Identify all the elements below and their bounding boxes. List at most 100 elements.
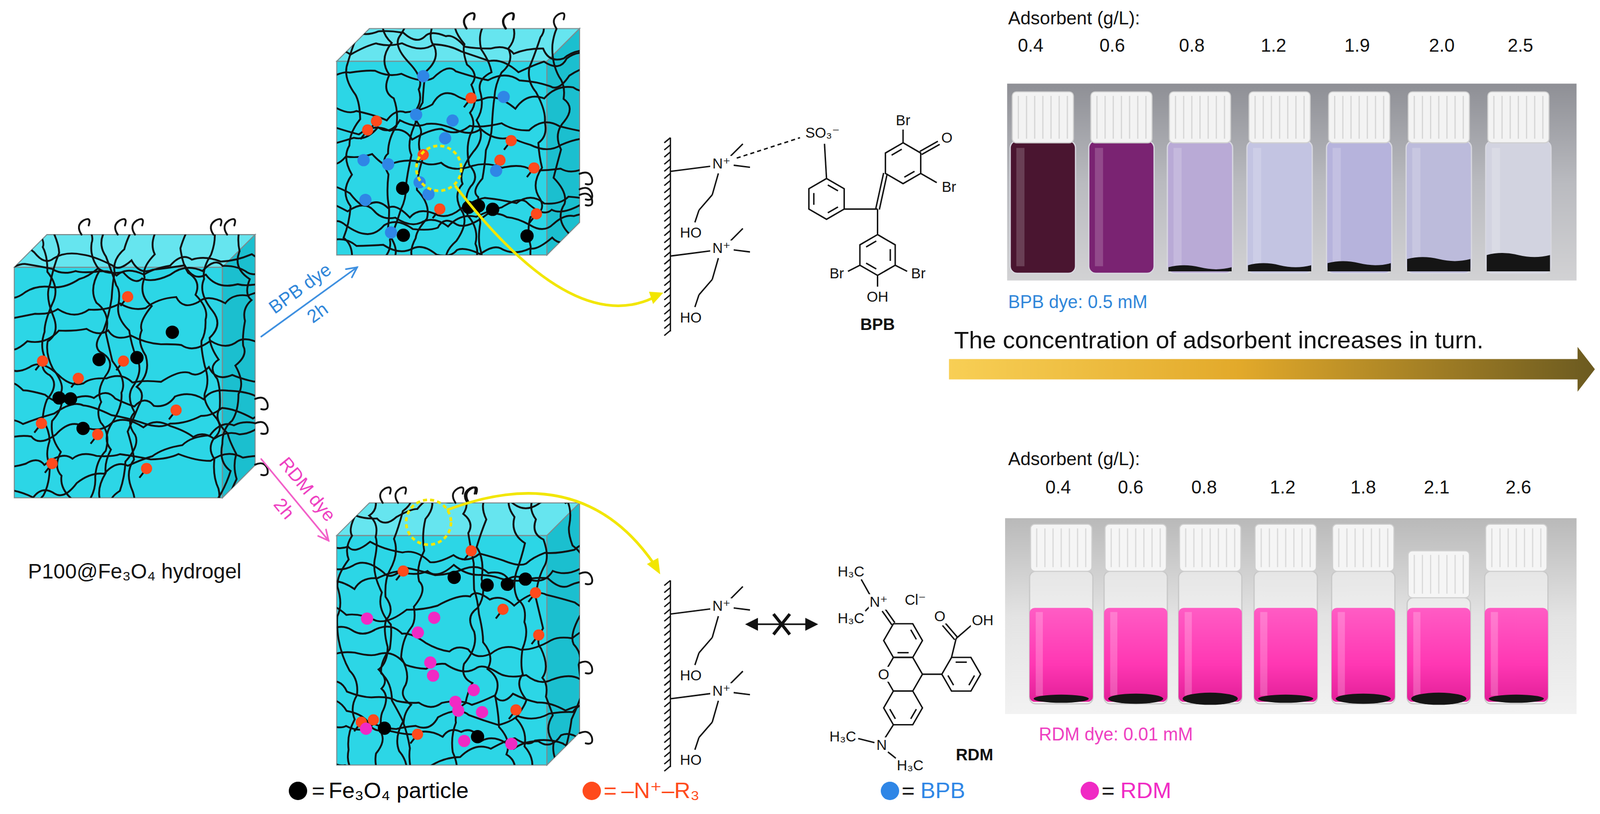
ammonium-group bbox=[122, 291, 134, 303]
cap-ridge bbox=[1042, 95, 1044, 139]
dose-value: 1.2 bbox=[1269, 477, 1296, 499]
chain-end bbox=[579, 731, 592, 744]
vial-cap bbox=[1408, 91, 1470, 144]
cap-ridge bbox=[1110, 528, 1112, 568]
ammonium-group bbox=[494, 154, 506, 167]
polymer-chain bbox=[101, 224, 140, 512]
fe3o4-particle bbox=[130, 350, 144, 365]
cap-ridge bbox=[1422, 95, 1424, 139]
cap-ridge bbox=[1085, 528, 1087, 568]
legend-text: BPB bbox=[920, 777, 966, 804]
polymer-chain bbox=[343, 18, 360, 294]
cap-ridge bbox=[1383, 95, 1385, 139]
bond-line bbox=[733, 692, 751, 695]
ammonium-group bbox=[505, 135, 517, 147]
polymer-chain bbox=[326, 496, 597, 523]
cap-ridge bbox=[1137, 95, 1139, 139]
ammonium-group bbox=[35, 418, 48, 430]
bond-line bbox=[698, 194, 713, 211]
legend-text: Fe₃O₄ particle bbox=[328, 777, 469, 804]
aromatic-bond bbox=[910, 629, 917, 640]
ammonium-group bbox=[497, 603, 509, 616]
cap-ridge bbox=[1346, 528, 1348, 568]
chain-ends bbox=[463, 12, 592, 206]
photo-caption: RDM dye: 0.01 mM bbox=[1038, 724, 1193, 745]
dose-value: 0.4 bbox=[1045, 477, 1071, 499]
bond-line bbox=[730, 143, 744, 157]
dose-value: 0.8 bbox=[1191, 477, 1217, 499]
sediment bbox=[1486, 252, 1550, 272]
wall-hatch bbox=[664, 623, 671, 629]
dye-molecule bbox=[359, 722, 373, 736]
aromatic-bond bbox=[827, 207, 838, 214]
cap-ridge bbox=[1096, 95, 1098, 139]
cap-ridge bbox=[1462, 555, 1464, 594]
vial bbox=[1254, 524, 1318, 704]
cap-ridge bbox=[1066, 95, 1068, 139]
vial-liquid bbox=[1331, 607, 1395, 702]
cap-ridge bbox=[1523, 528, 1525, 568]
wall-hatch bbox=[664, 659, 671, 665]
bpb-structure bbox=[808, 129, 940, 287]
wall-hatch bbox=[664, 673, 671, 679]
bond-line bbox=[895, 265, 908, 272]
fe3o4-particle bbox=[500, 577, 514, 591]
atom-label: N⁺ bbox=[711, 155, 732, 171]
polymer-chain bbox=[475, 18, 514, 274]
legend-equals: = bbox=[603, 777, 617, 804]
ammonium-group bbox=[529, 587, 542, 599]
wall-hatch bbox=[664, 180, 671, 186]
sediment bbox=[1488, 694, 1544, 703]
double-bond bbox=[875, 172, 884, 209]
cap-ridge bbox=[1052, 528, 1054, 568]
vial-cap bbox=[1328, 91, 1390, 144]
cap-ridge bbox=[1199, 95, 1201, 139]
wall-hatch bbox=[664, 152, 671, 158]
wall-hatch bbox=[664, 744, 671, 750]
bond-line bbox=[733, 250, 751, 253]
vial-cap bbox=[1030, 524, 1092, 572]
dye-molecule bbox=[384, 226, 398, 239]
cap-ridge bbox=[1446, 555, 1448, 594]
axis-title: Adsorbent (g/L): bbox=[1008, 7, 1140, 30]
chain-ends bbox=[380, 487, 593, 745]
cap-ridge bbox=[1223, 95, 1225, 139]
chain-end bbox=[132, 219, 143, 235]
atom-label: HO bbox=[678, 752, 703, 768]
ammonium-group bbox=[528, 162, 540, 174]
polymer-chain bbox=[326, 154, 593, 172]
cap-ridge bbox=[1454, 95, 1456, 139]
dye-molecule bbox=[360, 612, 374, 625]
atom-label: N⁺ bbox=[711, 598, 732, 614]
bond-line bbox=[951, 638, 956, 658]
vial bbox=[1407, 550, 1471, 705]
bond-line bbox=[694, 737, 699, 751]
vial-glass bbox=[1178, 571, 1242, 704]
cube-front bbox=[336, 61, 547, 255]
wall-hatch bbox=[664, 266, 671, 272]
chain-end bbox=[579, 661, 592, 674]
legend-equals: = bbox=[901, 777, 915, 804]
glass-highlight bbox=[1035, 612, 1043, 696]
wall-hatch bbox=[664, 766, 671, 772]
legend-swatch bbox=[288, 781, 308, 801]
wall-hatch bbox=[664, 608, 671, 614]
atom-label: SO₃⁻ bbox=[804, 125, 841, 141]
cap-ridge bbox=[1112, 95, 1114, 139]
cap-ridge bbox=[1462, 95, 1464, 139]
dye-molecule bbox=[490, 164, 503, 177]
particles bbox=[357, 70, 542, 243]
atom-label: Br bbox=[828, 265, 845, 281]
wall-hatch bbox=[664, 294, 671, 300]
legend-equals: = bbox=[311, 777, 325, 804]
glass-highlight bbox=[1490, 612, 1498, 696]
cap-ridge bbox=[1126, 528, 1128, 568]
vial-cap bbox=[1487, 91, 1549, 144]
cap-ridge bbox=[1175, 95, 1177, 139]
double-bond bbox=[942, 625, 955, 641]
cap-ridge bbox=[1191, 95, 1193, 139]
vial-cap bbox=[1012, 91, 1074, 144]
arrow-head bbox=[318, 529, 329, 541]
vial-cap bbox=[1408, 550, 1470, 598]
glass-highlight bbox=[1491, 148, 1500, 267]
